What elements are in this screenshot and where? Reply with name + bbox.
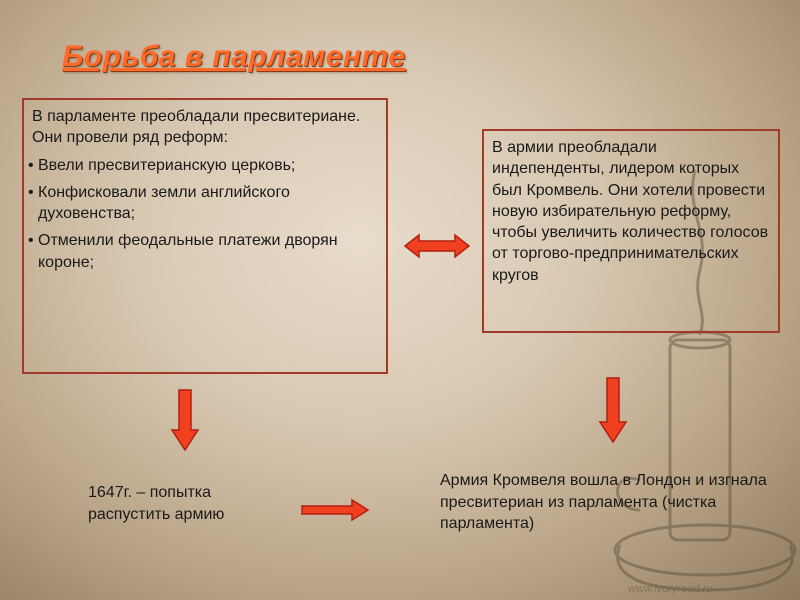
candle-illustration (613, 169, 797, 592)
down-arrow-icon (598, 377, 628, 444)
list-item: Ввели пресвитерианскую церковь; (28, 155, 378, 177)
list-item: Отменили феодальные платежи дворян корон… (28, 230, 378, 273)
army-dissolution-text: 1647г. – попытка распустить армию (88, 484, 225, 523)
slide-title: Борьба в парламенте (62, 40, 406, 73)
parliament-purge-text: Армия Кромвеля вошла в Лондон и изгнала … (440, 472, 767, 533)
watermark: www.ivoryroad.ru (628, 583, 713, 595)
presbyterians-box: В парламенте преобладали пресвитериане. … (22, 98, 388, 374)
right-arrow-icon (301, 498, 370, 522)
independents-text: В армии преобладали индепенденты, лидеро… (492, 139, 769, 284)
reforms-list: Ввели пресвитерианскую церковь; Конфиско… (28, 155, 378, 273)
down-arrow-icon (170, 389, 200, 452)
presbyterians-intro: В парламенте преобладали пресвитериане. … (32, 108, 361, 147)
double-arrow-icon (403, 233, 471, 259)
independents-box: В армии преобладали индепенденты, лидеро… (482, 129, 780, 333)
list-item: Конфисковали земли английского духовенст… (28, 182, 378, 225)
